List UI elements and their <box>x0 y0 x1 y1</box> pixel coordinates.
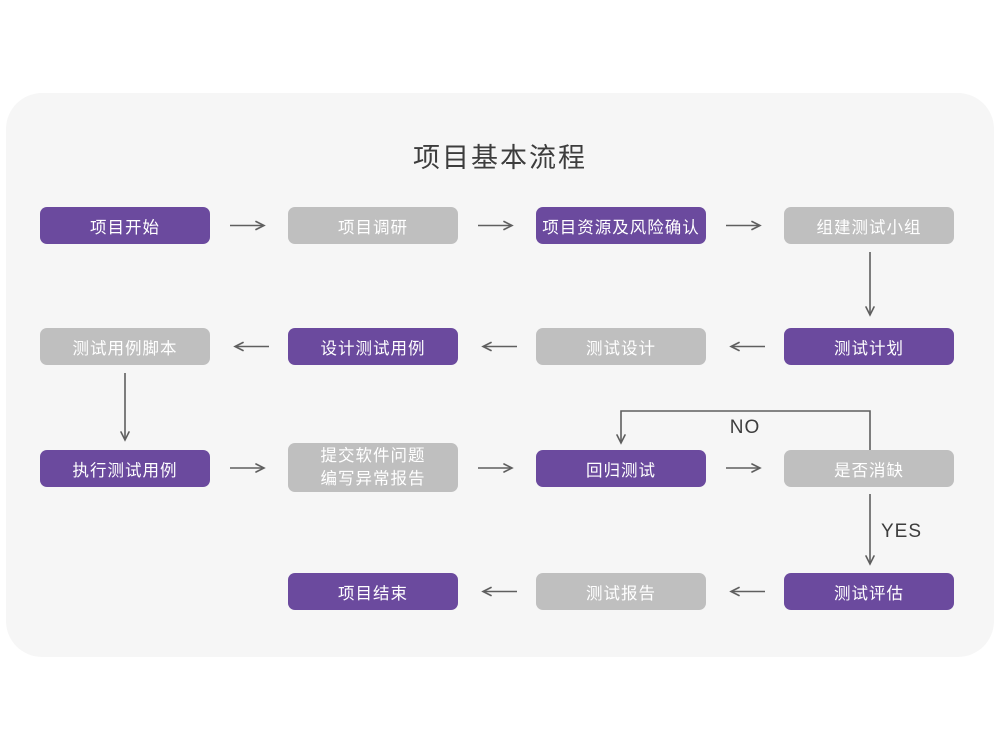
node-project-start: 项目开始 <box>40 207 210 244</box>
node-design-test-cases: 设计测试用例 <box>288 328 458 365</box>
edge-label-no: NO <box>729 417 761 438</box>
node-defect-cleared: 是否消缺 <box>784 450 954 487</box>
node-run-test-cases: 执行测试用例 <box>40 450 210 487</box>
node-resource-risk: 项目资源及风险确认 <box>536 207 706 244</box>
node-regression-test: 回归测试 <box>536 450 706 487</box>
node-test-evaluation: 测试评估 <box>784 573 954 610</box>
node-test-case-script: 测试用例脚本 <box>40 328 210 365</box>
flowchart-card <box>6 93 994 657</box>
node-build-test-team: 组建测试小组 <box>784 207 954 244</box>
node-test-report: 测试报告 <box>536 573 706 610</box>
node-project-research: 项目调研 <box>288 207 458 244</box>
node-submit-issue-report: 提交软件问题 编写异常报告 <box>288 443 458 492</box>
node-test-design: 测试设计 <box>536 328 706 365</box>
edge-label-yes: YES <box>881 521 923 542</box>
node-project-end: 项目结束 <box>288 573 458 610</box>
diagram-title: 项目基本流程 <box>413 143 587 173</box>
node-test-plan: 测试计划 <box>784 328 954 365</box>
